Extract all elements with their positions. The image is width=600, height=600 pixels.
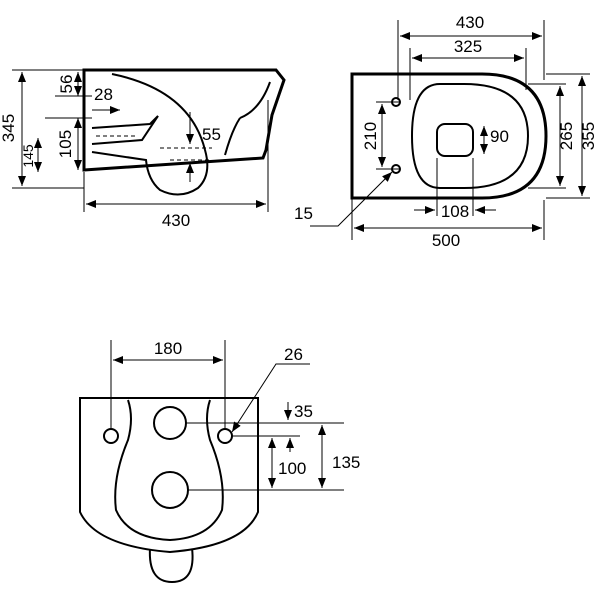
dim-90-label: 90	[490, 127, 509, 146]
dim-265-label: 265	[557, 122, 576, 150]
dim-430-label: 430	[162, 211, 190, 230]
dim-500-label: 500	[432, 231, 460, 250]
dim-26-label: 26	[284, 345, 303, 364]
top-rim	[410, 83, 530, 189]
side-view: 345 56 28 105 145 55 430	[0, 68, 286, 230]
side-body-outline	[82, 68, 286, 172]
dim-15-label: 15	[294, 204, 313, 223]
rear-bowl-silhouette	[114, 399, 224, 542]
dim-108-label: 108	[441, 202, 469, 221]
dim-56-label: 56	[57, 75, 76, 94]
dim-180-label: 180	[154, 339, 182, 358]
top-view: 430 325 210 265 355 90 108 500	[294, 13, 598, 250]
dim-28-label: 28	[94, 85, 113, 104]
dim-145-label: 145	[20, 144, 36, 168]
top-opening	[436, 123, 474, 157]
side-inlet-pipe	[91, 115, 159, 145]
dim-105-label: 105	[56, 130, 75, 158]
dim-325-label: 325	[454, 37, 482, 56]
dim-top-430-label: 430	[456, 13, 484, 32]
side-bowl-curve	[91, 73, 209, 196]
side-rim-curve	[224, 81, 271, 156]
dim-26-leader	[231, 363, 310, 433]
dim-210-label: 210	[361, 122, 380, 150]
dim-35-label: 35	[294, 402, 313, 421]
rear-view: 180 26 35 100 135	[79, 339, 360, 584]
dim-15-leader	[310, 171, 393, 227]
rear-plate-outline	[79, 397, 259, 554]
dim-55-label: 55	[202, 125, 221, 144]
rear-bolt-hole-left	[103, 428, 119, 444]
dim-100-label: 100	[278, 459, 306, 478]
dim-135-label: 135	[332, 453, 360, 472]
dim-355-label: 355	[579, 122, 598, 150]
dim-345-label: 345	[0, 114, 18, 142]
rear-pipe	[148, 547, 194, 584]
top-body-outline	[350, 72, 548, 200]
